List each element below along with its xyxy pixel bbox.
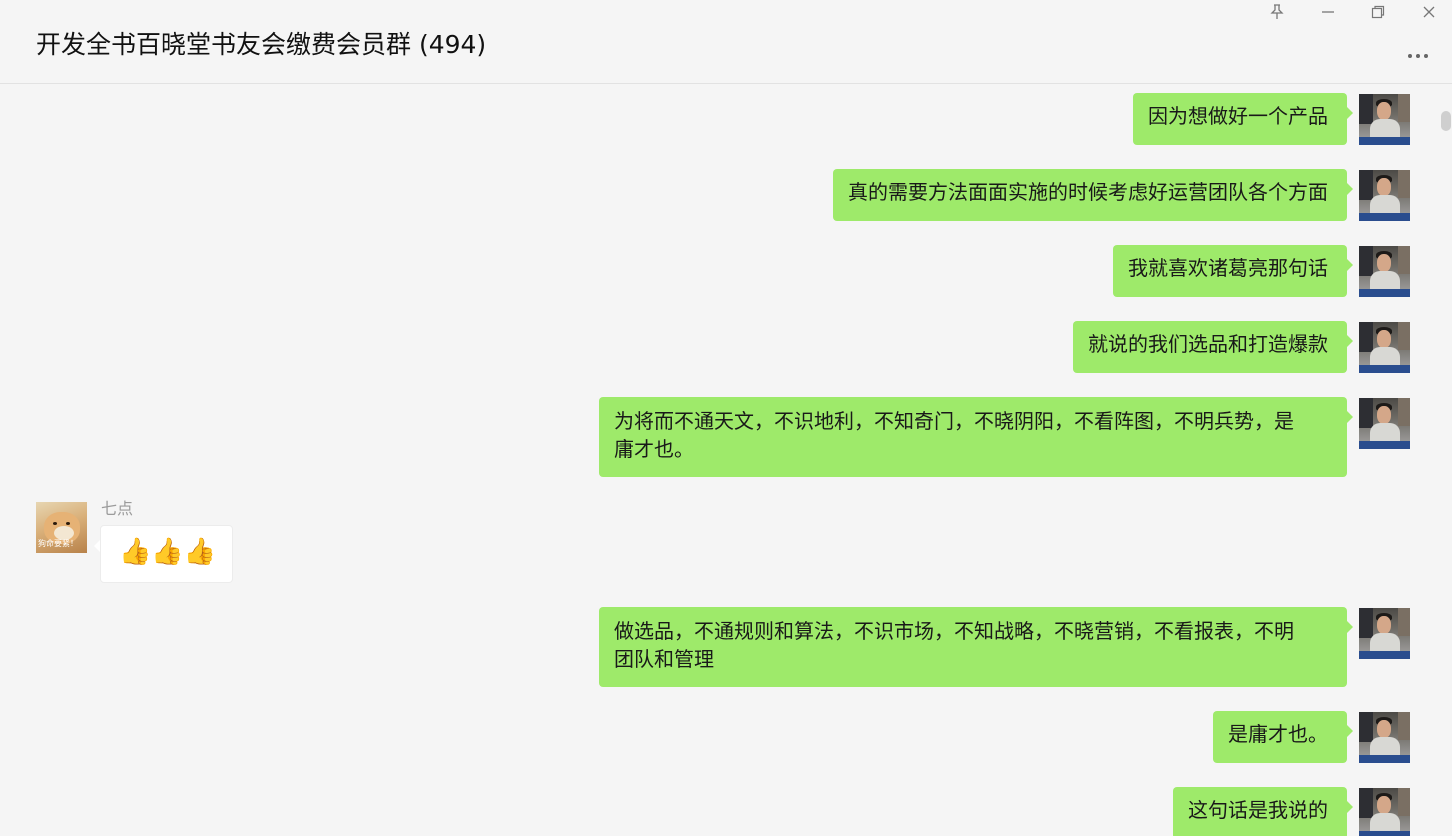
message-line: 团队和管理	[614, 647, 714, 671]
message-bubble[interactable]: 这句话是我说的	[1173, 787, 1353, 836]
message-bubble[interactable]: 做选品，不通规则和算法，不识市场，不知战略，不晓营销，不看报表，不明 团队和管理	[599, 607, 1353, 687]
message-bubble[interactable]: 是庸才也。	[1213, 711, 1353, 763]
my-avatar[interactable]	[1359, 398, 1410, 449]
chat-title: 开发全书百晓堂书友会缴费会员群 (494)	[36, 30, 487, 59]
message-bubble[interactable]: 就说的我们选品和打造爆款	[1073, 321, 1353, 373]
scrollbar-thumb[interactable]	[1441, 111, 1451, 131]
close-icon[interactable]	[1419, 2, 1439, 22]
more-icon[interactable]	[1408, 50, 1438, 62]
message-bubble[interactable]: 我就喜欢诸葛亮那句话	[1113, 245, 1353, 297]
sender-avatar[interactable]: 狗命要紧！	[36, 502, 87, 553]
my-avatar[interactable]	[1359, 170, 1410, 221]
pin-icon[interactable]	[1267, 2, 1287, 22]
my-avatar[interactable]	[1359, 246, 1410, 297]
my-avatar[interactable]	[1359, 788, 1410, 836]
message-line: 为将而不通天文，不识地利，不知奇门，不晓阴阳，不看阵图，不明兵势，是	[614, 409, 1294, 433]
minimize-icon[interactable]	[1318, 2, 1338, 22]
my-avatar[interactable]	[1359, 322, 1410, 373]
message-bubble[interactable]: 👍👍👍	[93, 525, 234, 583]
my-avatar[interactable]	[1359, 608, 1410, 659]
message-bubble[interactable]: 因为想做好一个产品	[1133, 93, 1353, 145]
avatar-caption: 狗命要紧！	[38, 539, 78, 548]
message-bubble[interactable]: 为将而不通天文，不识地利，不知奇门，不晓阴阳，不看阵图，不明兵势，是 庸才也。	[599, 397, 1353, 477]
my-avatar[interactable]	[1359, 712, 1410, 763]
restore-icon[interactable]	[1368, 2, 1388, 22]
message-line: 庸才也。	[614, 437, 694, 461]
sender-name: 七点	[101, 499, 134, 518]
message-list[interactable]: 因为想做好一个产品 真的需要方法面面实施的时候考虑好运营团队各个方面 我就喜欢诸…	[0, 85, 1452, 836]
message-bubble[interactable]: 真的需要方法面面实施的时候考虑好运营团队各个方面	[833, 169, 1353, 221]
chat-header: 开发全书百晓堂书友会缴费会员群 (494)	[0, 0, 1452, 84]
message-line: 做选品，不通规则和算法，不识市场，不知战略，不晓营销，不看报表，不明	[614, 619, 1294, 643]
my-avatar[interactable]	[1359, 94, 1410, 145]
